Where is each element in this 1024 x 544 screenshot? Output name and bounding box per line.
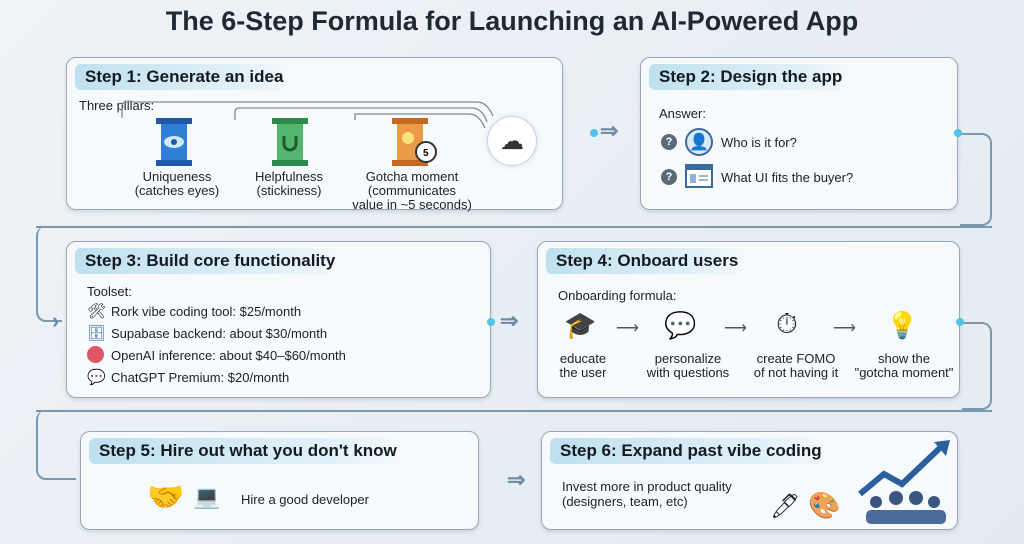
connector-dot <box>954 129 962 137</box>
step-4-card: Step 4: Onboard users Onboarding formula… <box>537 241 960 398</box>
step-6-text: Invest more in product quality(designers… <box>562 479 732 509</box>
thought-cloud-icon: ☁ <box>487 116 537 166</box>
step-6-card: Step 6: Expand past vibe coding Invest m… <box>541 431 958 530</box>
question-icon: ? <box>661 169 677 185</box>
arrow-icon: ⟶ <box>724 320 747 337</box>
step-3-card: Step 3: Build core functionality Toolset… <box>66 241 491 398</box>
stage-gotcha: show the"gotcha moment" <box>854 351 954 380</box>
connector <box>36 410 76 480</box>
connector <box>36 226 992 228</box>
tool-2: Supabase backend: about $30/month <box>111 326 328 341</box>
magnet-pillar-icon <box>272 118 308 166</box>
laptop-icon: 💻 <box>193 484 221 509</box>
connector <box>36 226 62 322</box>
eye-pillar-icon <box>156 118 192 166</box>
connector-dot <box>487 318 495 326</box>
step-2-title: Step 2: Design the app <box>649 64 853 90</box>
color-swatch-icon: 🎨 <box>808 490 841 520</box>
step-6-title: Step 6: Expand past vibe coding <box>550 438 832 464</box>
handshake-developer-icon: 🤝 <box>147 481 185 514</box>
timer-value: 5 <box>423 148 429 159</box>
connector <box>962 322 992 410</box>
pillar-uniqueness: Uniqueness(catches eyes) <box>134 169 220 198</box>
step-1-title: Step 1: Generate an idea <box>75 64 294 90</box>
pen-icon: 🖊 <box>770 493 801 520</box>
connector <box>960 133 992 226</box>
arrow-right-icon: ⇒ <box>507 467 526 492</box>
speech-question-icon: 💬 <box>664 310 697 340</box>
question-1: Who is it for? <box>721 135 797 150</box>
tool-1: Rork vibe coding tool: $25/month <box>111 304 302 319</box>
arrow-icon: ⟶ <box>616 320 639 337</box>
step-4-title: Step 4: Onboard users <box>546 248 749 274</box>
chat-icon: 💬 <box>87 369 106 386</box>
step-5-text: Hire a good developer <box>241 492 369 507</box>
page-title: The 6-Step Formula for Launching an AI-P… <box>165 6 859 36</box>
database-icon: 🗄 <box>87 325 107 342</box>
arrow-right-icon: › <box>52 308 60 333</box>
arrow-icon: ⟶ <box>833 320 856 337</box>
step-3-intro: Toolset: <box>87 284 132 299</box>
step-2-card: Step 2: Design the app Answer: ? 👤 Who i… <box>640 57 958 210</box>
connector-dot <box>590 129 598 137</box>
stopwatch-icon: ⏱ <box>776 308 798 339</box>
ui-window-icon <box>685 164 713 188</box>
step-5-title: Step 5: Hire out what you don't know <box>89 438 407 464</box>
pillar-helpfulness: Helpfulness(stickiness) <box>255 169 323 198</box>
question-2: What UI fits the buyer? <box>721 170 854 185</box>
question-icon: ? <box>661 134 677 150</box>
lightbulb-icon: 💡 <box>886 310 919 340</box>
tool-3: OpenAI inference: about $40–$60/month <box>111 348 346 363</box>
step-5-card: Step 5: Hire out what you don't know 🤝 💻… <box>80 431 479 530</box>
tools-icon: 🛠 <box>87 303 107 320</box>
step-2-intro: Answer: <box>659 106 706 121</box>
brain-icon <box>87 346 104 363</box>
tool-4: ChatGPT Premium: $20/month <box>111 370 290 385</box>
step-4-intro: Onboarding formula: <box>558 288 677 303</box>
team-growth-icon <box>858 440 950 524</box>
user-icon: 👤 <box>685 128 713 156</box>
connector <box>36 410 992 412</box>
step-3-title: Step 3: Build core functionality <box>75 248 346 274</box>
pillar-gotcha: Gotcha moment(communicates value in ~5 s… <box>352 169 472 212</box>
graduation-cap-icon: 🎓 <box>564 310 597 340</box>
lightbulb-pillar-icon: 5 <box>392 118 437 166</box>
connector-dot <box>956 318 964 326</box>
step-1-card: Step 1: Generate an idea Three pillars: … <box>66 57 563 212</box>
arrow-right-icon: ⇒ <box>500 308 519 333</box>
pillar-connector-lines <box>121 101 494 129</box>
arrow-right-icon: ⇒ <box>600 118 619 143</box>
